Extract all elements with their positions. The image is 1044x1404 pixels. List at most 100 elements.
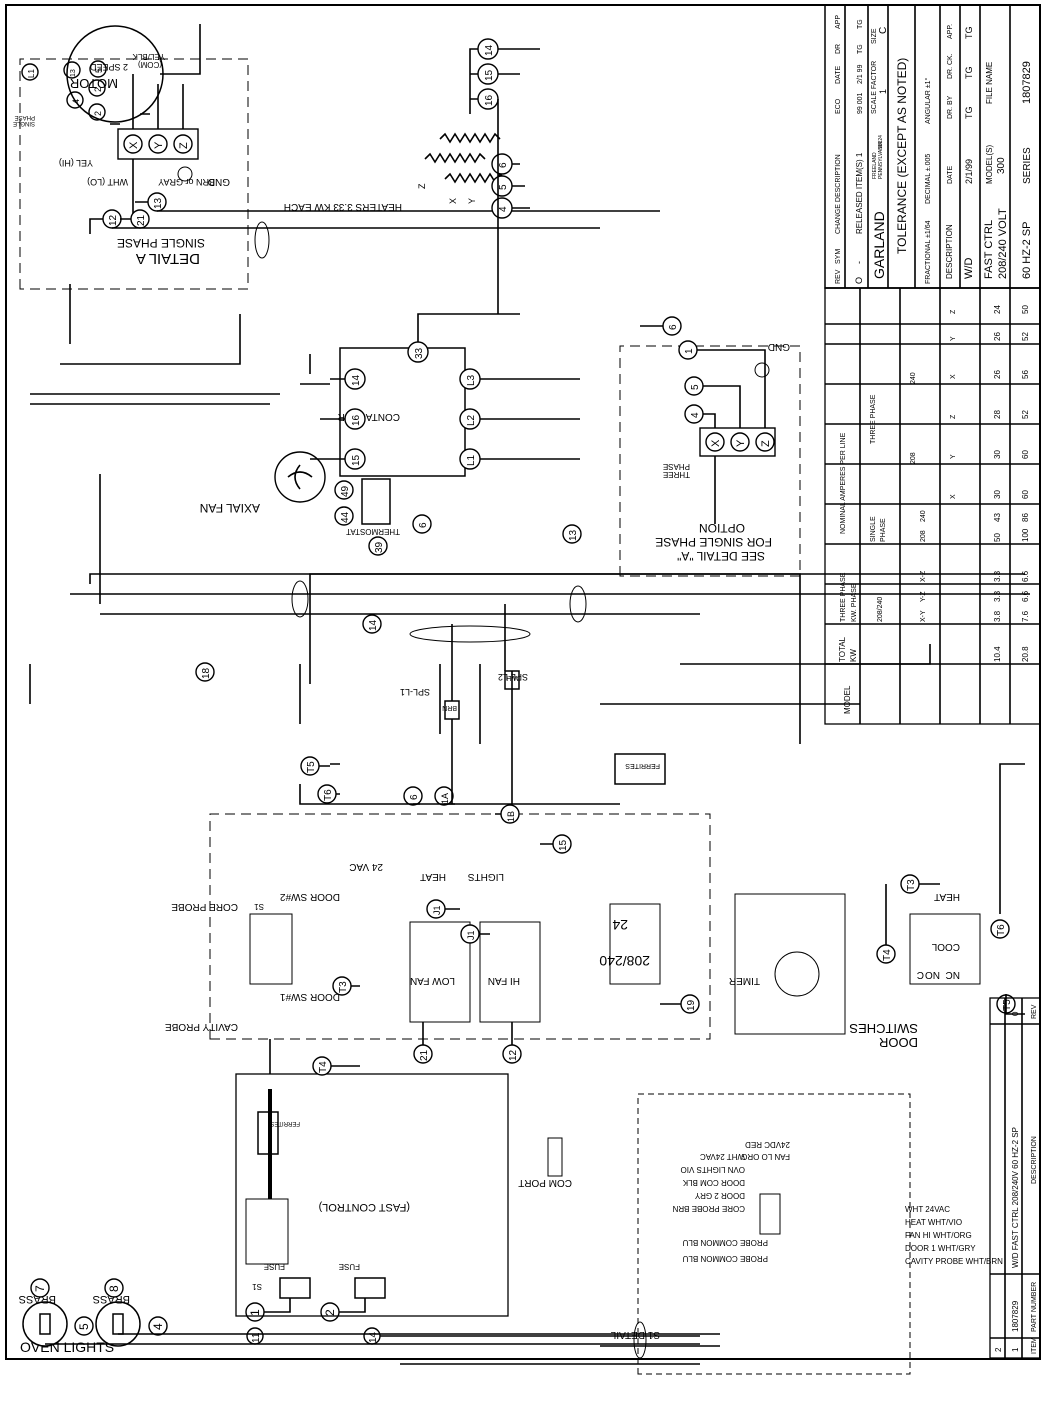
tb-desc2: FAST CTRL: [983, 220, 995, 279]
svg-text:L1: L1: [27, 69, 36, 78]
amps-row-1: 10.4 3.8 3.3 3.3 50 43 30 30 28 26 26 24: [993, 305, 1002, 662]
amps-h-total: TOTAL: [838, 636, 847, 662]
wire-14-fan: 14: [362, 614, 382, 634]
tb-date: DATE: [835, 66, 842, 84]
svg-text:T5: T5: [306, 761, 317, 773]
wire-1a-board: 1A: [434, 786, 454, 806]
tb-dr2: DR. BY: [947, 95, 954, 119]
tb-decimal: DECIMAL ±.005: [925, 154, 932, 204]
amps-h-s208: 208: [920, 530, 927, 542]
detail-a-z: Z: [173, 134, 193, 154]
amps-h-z2: Z: [950, 309, 957, 314]
svg-text:60: 60: [1021, 490, 1030, 499]
three-phase-y: Y: [730, 432, 750, 452]
three-phase-label2: PHASE: [663, 462, 690, 471]
s1-left-1: PROBE COMMON BLU: [682, 1254, 768, 1263]
three-phase-note3: OPTION: [699, 521, 745, 535]
heater-terminal-14: 14: [477, 38, 499, 60]
svg-text:6.6: 6.6: [1021, 570, 1030, 582]
tb-company: GARLAND: [871, 211, 887, 279]
svg-text:Z: Z: [760, 440, 772, 447]
svg-text:20.8: 20.8: [1021, 646, 1030, 662]
timer-dial-icon[interactable]: [774, 951, 820, 997]
svg-text:13: 13: [70, 69, 77, 77]
amps-h-yz: Y-Z: [920, 591, 927, 602]
svg-text:6: 6: [418, 522, 429, 528]
three-phase-ground-icon: [754, 362, 770, 378]
amps-h-phase: PHASE: [880, 518, 887, 542]
wire-7: 7: [30, 1278, 50, 1298]
svg-text:J1: J1: [432, 905, 442, 915]
heaters-label: HEATERS 3.33 KW EACH: [284, 201, 402, 212]
transformer-secondary: 24: [612, 917, 628, 933]
heater-terminal-15: 15: [477, 63, 499, 85]
motor-wire-13: 13: [147, 192, 167, 212]
s1-top-3: FAN HI WHT/ORG: [905, 1231, 972, 1240]
svg-text:50: 50: [993, 533, 1002, 542]
s1-right-2: 24VDC RED: [745, 1140, 790, 1149]
wire-18: 18: [195, 662, 215, 682]
fast-control-label: (FAST CONTROL): [319, 1201, 410, 1213]
tb-date2-val: 2/1/99: [964, 159, 974, 184]
wire-13-fan: 13: [562, 524, 582, 544]
amps-h-threephase: THREE PHASE: [840, 572, 847, 622]
transformer: [609, 903, 661, 985]
parts-row-2: 2: [994, 1347, 1003, 1352]
svg-text:8: 8: [107, 1285, 121, 1292]
svg-text:Y: Y: [153, 141, 165, 149]
tb-size: SIZE: [871, 28, 878, 44]
door-sw1-label: DOOR SW#1: [280, 991, 340, 1002]
svg-text:16: 16: [351, 414, 362, 426]
wire-t6-board: T6: [317, 784, 337, 804]
spl-l1-label: SPL-L1: [400, 687, 430, 697]
svg-text:T3: T3: [906, 879, 917, 891]
svg-text:J1: J1: [466, 930, 476, 940]
tb-desc1: W/D: [963, 258, 975, 279]
motor-section: MOTOR 2 SPEED YEL (HI) WHT (LO) YEL/BLK …: [59, 24, 660, 259]
door-switch-c: C: [917, 969, 924, 980]
thermostat-icon: [361, 478, 391, 525]
s1-bottom-1: CORE PROBE BRN: [672, 1204, 745, 1213]
wire-5: 5: [74, 1316, 94, 1336]
door-switches-title: DOOR: [879, 1035, 918, 1050]
contactor-l1: L1: [459, 448, 481, 470]
svg-text:86: 86: [1021, 513, 1030, 522]
tb-scale: SCALE FACTOR: [871, 61, 878, 114]
lamp-1-socket-icon: [39, 1313, 51, 1335]
motor-com: (COM): [138, 60, 162, 69]
low-fan-label: LOW FAN: [410, 975, 455, 986]
svg-text:10.4: 10.4: [993, 646, 1002, 662]
svg-text:14: 14: [351, 374, 362, 386]
svg-text:30: 30: [993, 450, 1002, 459]
svg-text:6.6: 6.6: [1021, 590, 1030, 602]
three-phase-x: X: [705, 432, 725, 452]
s1-bottom-4: OVN LIGHTS VIO: [681, 1165, 745, 1174]
24vac-label: 24 VAC: [349, 861, 383, 872]
svg-text:100: 100: [1021, 528, 1030, 542]
svg-text:1: 1: [1011, 1347, 1020, 1352]
svg-text:T6: T6: [323, 789, 334, 801]
detail-a-gnd: GND: [208, 176, 230, 187]
splice-section: BRN WH SPL-L1 SPL-L2: [400, 604, 531, 804]
wire-6-board: 6: [403, 786, 423, 806]
svg-text:2: 2: [93, 87, 103, 92]
amps-h-x: X: [950, 494, 957, 499]
wire-j1b-board: J1: [460, 924, 480, 944]
amps-table: MODEL TOTAL KW THREE PHASE KW. PHASE 208…: [824, 287, 1041, 725]
contactor-33: 33: [407, 341, 429, 363]
s1-bottom-3: DOOR COM BLK: [682, 1178, 745, 1187]
com-port-connector[interactable]: [547, 1137, 563, 1177]
amps-h-xz: X-Z: [920, 570, 927, 582]
board-s1-label: S1: [254, 902, 264, 911]
heater-terminal-6: 6: [491, 153, 513, 175]
cavity-probe-label: CAVITY PROBE: [165, 1021, 238, 1032]
svg-text:26: 26: [993, 332, 1002, 341]
amps-h-y2: Y: [950, 336, 957, 341]
tp-wire-6: 6: [662, 316, 682, 336]
tb-models2: SERIES: [1022, 147, 1033, 184]
motor-wht-lo: WHT (LO): [87, 177, 128, 187]
amps-h-xy: X-Y: [920, 610, 927, 622]
motor-yel-blk: YEL/BLK: [132, 52, 165, 61]
wire-1b-board: 1B: [500, 804, 520, 824]
